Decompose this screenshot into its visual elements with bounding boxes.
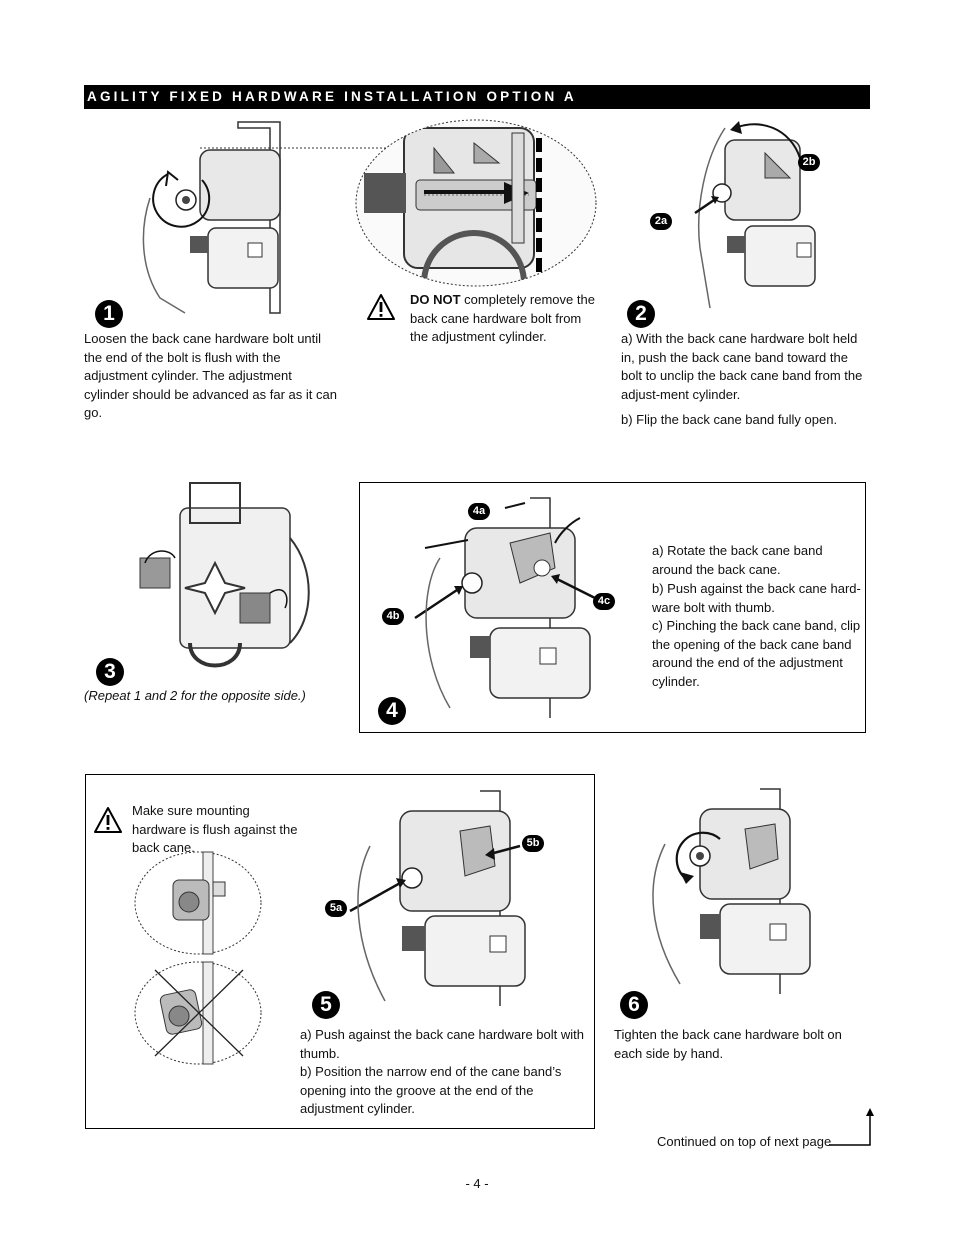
step-2-text-a: a) With the back cane hardware bolt held… [621, 331, 863, 402]
step3-illustration [139, 482, 310, 668]
callout-5a: 5a [325, 900, 347, 917]
step6-illustration [652, 788, 811, 994]
warning-icon [367, 294, 395, 320]
continue-arrow-icon [829, 1108, 874, 1146]
section-header: AGILITY FIXED HARDWARE INSTALLATION OPTI… [84, 85, 870, 109]
step4-illustration [414, 497, 596, 718]
warning-text-1: DO NOT completely remove the back cane h… [410, 291, 600, 347]
callout-4b: 4b [382, 608, 404, 625]
step-4-badge: 4 [378, 697, 406, 725]
step-4-text-a: a) Rotate the back cane band around the … [652, 543, 823, 577]
step-2-badge: 2 [627, 300, 655, 328]
callout-5b: 5b [522, 835, 544, 852]
warning-icon-2 [94, 807, 122, 833]
page-number: - 4 - [465, 1176, 489, 1191]
step-3-badge: 3 [96, 658, 124, 686]
callout-2a: 2a [650, 213, 672, 230]
step-5-text-a: a) Push against the back cane hardware b… [300, 1027, 585, 1061]
step5-illustration [349, 790, 526, 1006]
step-5-text-b: b) Position the narrow end of the cane b… [300, 1064, 562, 1116]
step-5-badge: 5 [312, 991, 340, 1019]
step-4-box [359, 482, 866, 733]
step-6-text: Tighten the back cane hardware bolt on e… [614, 1027, 842, 1061]
step-6-badge: 6 [620, 991, 648, 1019]
warning-body: completely remove the back cane hardware… [410, 292, 595, 344]
step-5-warning: Make sure mounting hardware is flush aga… [132, 803, 298, 855]
step-1-text: Loosen the back cane hardware bolt until… [84, 331, 337, 420]
callout-4a: 4a [468, 503, 490, 520]
zoom-detail-illustration [355, 119, 597, 287]
step-4-text-b: b) Push against the back cane hard-ware … [652, 581, 861, 615]
step-5-box [85, 774, 595, 1129]
step-3-note: (Repeat 1 and 2 for the opposite side.) [84, 688, 306, 703]
continued-note: Continued on top of next page [657, 1134, 832, 1149]
step-1-badge: 1 [95, 300, 123, 328]
step-4-text-c: c) Pinching the back cane band, clip the… [652, 618, 861, 689]
correct-mounting-illustration [134, 851, 262, 955]
warning-strong: DO NOT [410, 292, 461, 307]
step1-illustration [142, 121, 281, 314]
step2-illustration [694, 121, 816, 309]
callout-4c: 4c [593, 593, 615, 610]
callout-2b: 2b [798, 154, 820, 171]
incorrect-mounting-illustration [134, 961, 262, 1065]
step-2-text-b: b) Flip the back cane band fully open. [621, 412, 838, 427]
